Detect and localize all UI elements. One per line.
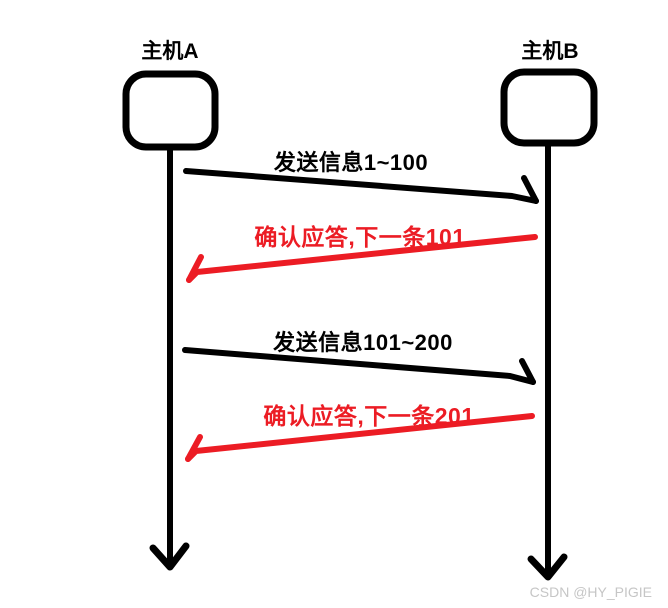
message-1-label: 发送信息1~100 bbox=[273, 150, 429, 175]
message-2-label: 确认应答,下一条101 bbox=[254, 224, 466, 250]
host-a-label: 主机A bbox=[141, 40, 199, 63]
message-3-label: 发送信息101~200 bbox=[273, 330, 453, 355]
host-b-lifeline-arrowhead-icon bbox=[527, 553, 568, 581]
message-3-arrowhead-icon bbox=[519, 358, 536, 385]
host-b-box bbox=[500, 68, 598, 147]
host-b-label: 主机B bbox=[521, 40, 579, 63]
message-3-arrow bbox=[182, 347, 536, 385]
host-a-box bbox=[122, 70, 219, 151]
message-1-arrow bbox=[183, 168, 539, 204]
message-4-label: 确认应答,下一条201 bbox=[263, 403, 475, 429]
watermark: CSDN @HY_PIGIE bbox=[529, 584, 652, 600]
host-a-lifeline-arrowhead-icon bbox=[149, 542, 190, 571]
message-1-arrowhead-icon bbox=[521, 175, 539, 204]
message-4-arrowhead-icon bbox=[185, 434, 203, 462]
message-2-arrowhead-icon bbox=[186, 254, 204, 283]
